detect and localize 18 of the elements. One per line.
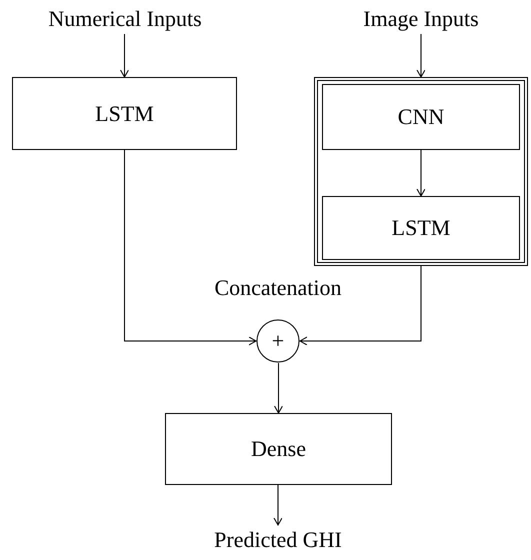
process-box: CNN <box>322 84 520 150</box>
caption-text: Concatenation <box>214 274 342 302</box>
process-box: LSTM <box>12 77 237 150</box>
io-label: Predicted GHI <box>214 526 342 554</box>
arrow <box>274 484 282 526</box>
arrow <box>120 34 129 78</box>
arrow <box>416 150 426 196</box>
io-label: Numerical Inputs <box>48 5 202 33</box>
arrow <box>300 266 422 346</box>
sum-circle <box>256 319 300 363</box>
arrow <box>274 362 283 414</box>
container-box <box>314 77 528 266</box>
process-box: LSTM <box>322 196 520 260</box>
plus-sign: + <box>272 327 284 355</box>
arrow <box>416 34 426 78</box>
arrow <box>124 150 256 346</box>
process-box: Dense <box>165 413 392 485</box>
io-label: Image Inputs <box>363 5 479 33</box>
